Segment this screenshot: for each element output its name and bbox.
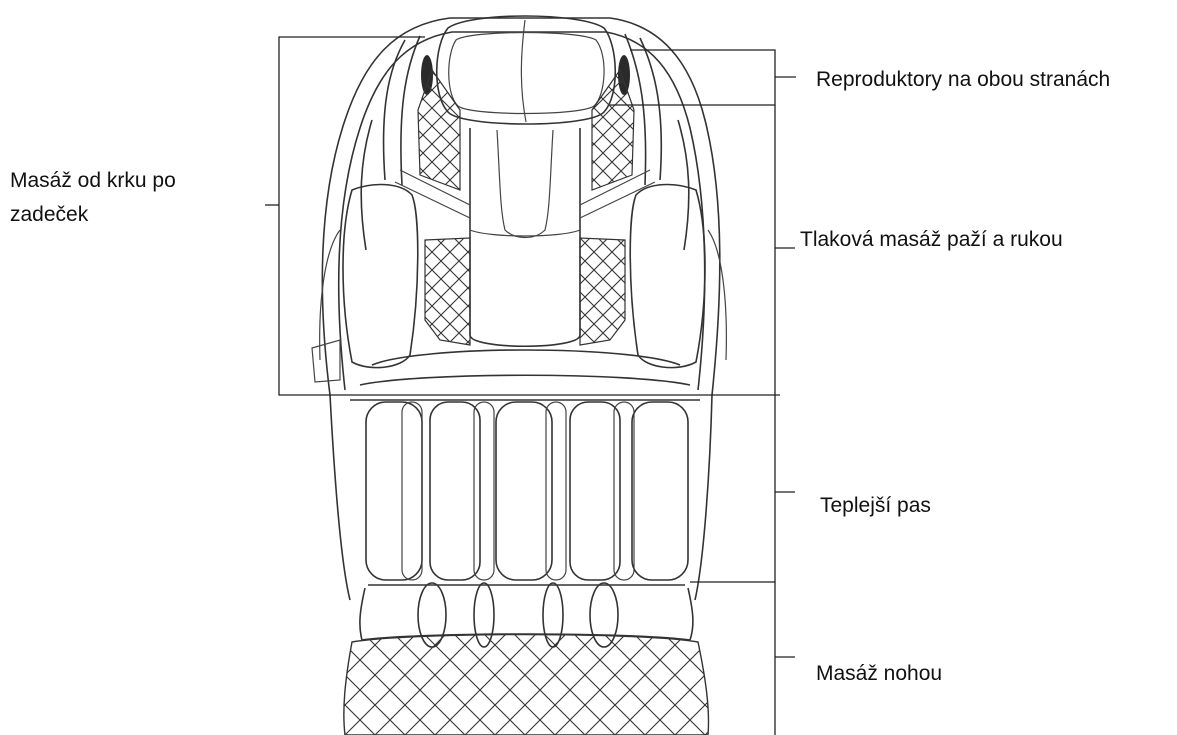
callout-neck-bracket: [279, 37, 780, 395]
label-neck-line2: zadeček: [10, 198, 250, 232]
waist-heater-cushions: [366, 402, 688, 580]
label-speakers: Reproduktory na obou stranách: [816, 63, 1110, 97]
armrest-right: [630, 185, 705, 368]
label-neck-line1: Masáž od krku po: [10, 164, 250, 198]
lower-mesh-right: [580, 238, 625, 345]
callout-speakers: [610, 50, 775, 105]
label-feet: Masáž nohou: [816, 657, 942, 691]
armrest-left: [343, 185, 418, 368]
label-waist-heater: Teplejší pas: [820, 489, 931, 523]
lower-mesh-left: [425, 238, 470, 345]
foot-massager: [344, 635, 709, 735]
label-neck-to-buttocks: Masáž od krku po zadeček: [10, 164, 250, 232]
label-arms-hands: Tlaková masáž paží a rukou: [800, 223, 1063, 257]
chair-drawing: [312, 16, 726, 735]
